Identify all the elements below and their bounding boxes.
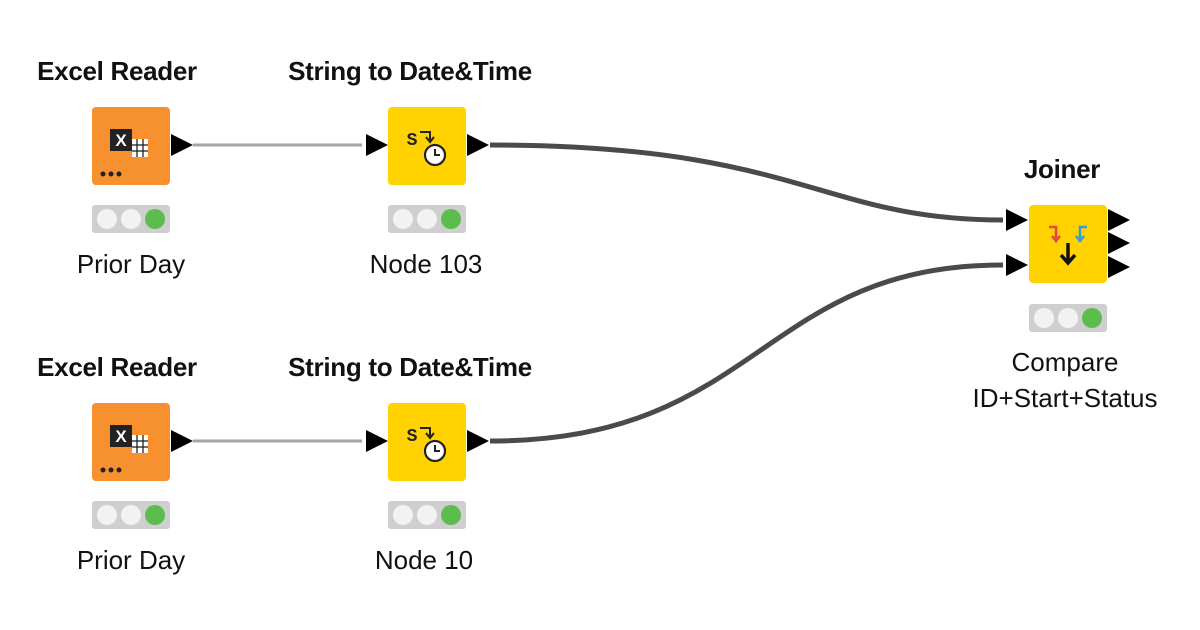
node-title: Excel Reader: [37, 56, 197, 86]
input-port-1[interactable]: [1006, 209, 1028, 231]
node-label[interactable]: Prior Day: [76, 545, 186, 575]
connection-string-to-datetime-1-to-joiner[interactable]: [489, 142, 1004, 223]
svg-text:X: X: [115, 131, 127, 150]
input-port[interactable]: [366, 134, 388, 156]
connection-string-to-datetime-2-to-joiner[interactable]: [489, 262, 1004, 444]
status-traffic-light: [92, 501, 170, 529]
svg-text:X: X: [115, 427, 127, 446]
node-body[interactable]: S: [388, 403, 466, 481]
status-traffic-light: [388, 501, 466, 529]
node-label-line-2: ID+Start+Status: [972, 383, 1158, 413]
output-port-1[interactable]: [1108, 209, 1130, 231]
node-body[interactable]: X: [92, 403, 170, 481]
status-traffic-light: [92, 205, 170, 233]
string-to-datetime-icon: S: [407, 131, 447, 167]
output-port[interactable]: [467, 134, 489, 156]
output-port-3[interactable]: [1108, 256, 1130, 278]
node-title: Excel Reader: [37, 352, 197, 382]
node-title: Joiner: [1023, 154, 1101, 184]
node-label[interactable]: Prior Day: [76, 249, 186, 279]
output-port-2[interactable]: [1108, 232, 1130, 254]
output-port[interactable]: [171, 134, 193, 156]
status-traffic-light: [1029, 304, 1107, 332]
output-port[interactable]: [171, 430, 193, 452]
svg-text:S: S: [407, 131, 418, 151]
excel-reader-icon: X: [100, 425, 148, 473]
excel-reader-icon: X: [100, 129, 148, 177]
status-traffic-light: [388, 205, 466, 233]
node-label[interactable]: Node 10: [374, 545, 474, 575]
svg-text:S: S: [407, 427, 418, 447]
node-body[interactable]: X: [92, 107, 170, 185]
input-port-2[interactable]: [1006, 254, 1028, 276]
node-label[interactable]: Compare ID+Start+Status: [973, 344, 1158, 416]
input-port[interactable]: [366, 430, 388, 452]
string-to-datetime-icon: S: [407, 427, 447, 463]
node-label-line-1: Compare: [1011, 347, 1119, 377]
node-title: String to Date&Time: [288, 56, 532, 86]
node-title: String to Date&Time: [288, 352, 532, 382]
node-body[interactable]: [1029, 205, 1107, 283]
node-body[interactable]: S: [388, 107, 466, 185]
node-label[interactable]: Node 103: [369, 249, 483, 279]
output-port[interactable]: [467, 430, 489, 452]
joiner-icon: [1049, 225, 1087, 266]
